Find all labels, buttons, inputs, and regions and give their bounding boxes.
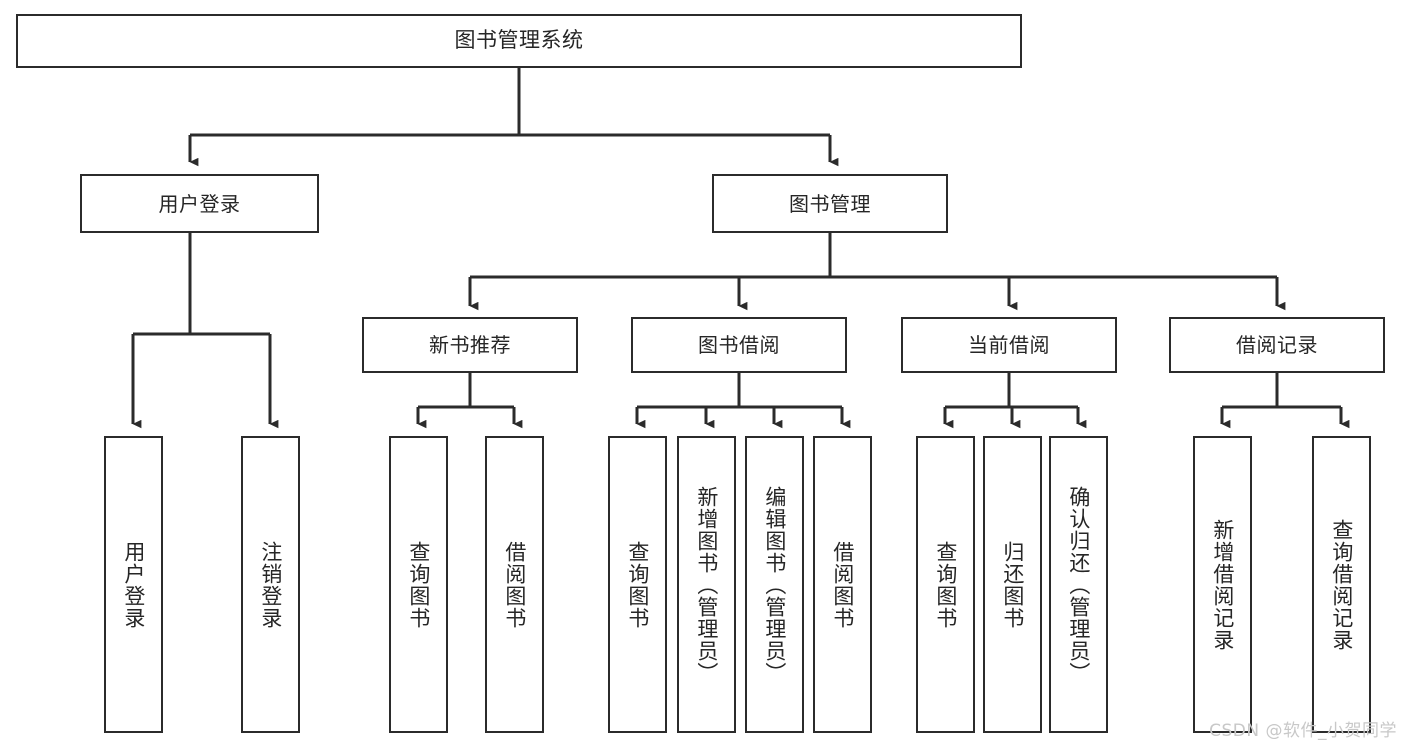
node-new-book-recommend[interactable]: 新书推荐: [362, 317, 578, 373]
leaf-label: 查询图书: [933, 540, 958, 629]
leaf-label: 确认归还（管理员）: [1066, 485, 1091, 684]
node-label: 借阅记录: [1236, 333, 1318, 357]
node-label: 用户登录: [158, 191, 241, 216]
node-current-borrow[interactable]: 当前借阅: [901, 317, 1117, 373]
leaf-current-return-book[interactable]: 归还图书: [983, 436, 1042, 733]
leaf-label: 借阅图书: [502, 540, 527, 629]
leaf-current-query-book[interactable]: 查询图书: [916, 436, 975, 733]
node-label: 图书管理: [789, 191, 871, 216]
leaf-label: 新增借阅记录: [1210, 518, 1235, 651]
node-label: 图书管理系统: [454, 28, 584, 53]
leaf-label: 借阅图书: [830, 540, 855, 629]
node-label: 当前借阅: [968, 333, 1050, 357]
node-user-login[interactable]: 用户登录: [80, 174, 319, 233]
leaf-label: 查询图书: [625, 540, 650, 629]
leaf-current-confirm-return-admin[interactable]: 确认归还（管理员）: [1049, 436, 1108, 733]
leaf-borrow-borrow-book[interactable]: 借阅图书: [813, 436, 872, 733]
leaf-label: 查询借阅记录: [1329, 518, 1354, 651]
leaf-label: 用户登录: [121, 540, 146, 629]
node-root-book-management-system[interactable]: 图书管理系统: [16, 14, 1022, 68]
leaf-record-add-borrow-record[interactable]: 新增借阅记录: [1193, 436, 1252, 733]
leaf-label: 查询图书: [406, 540, 431, 629]
leaf-borrow-query-book[interactable]: 查询图书: [608, 436, 667, 733]
leaf-user-login-logout[interactable]: 注销登录: [241, 436, 300, 733]
node-book-management[interactable]: 图书管理: [712, 174, 948, 233]
node-borrow-record[interactable]: 借阅记录: [1169, 317, 1385, 373]
leaf-borrow-edit-book-admin[interactable]: 编辑图书（管理员）: [745, 436, 804, 733]
leaf-label: 归还图书: [1000, 540, 1025, 629]
leaf-label: 新增图书（管理员）: [694, 485, 719, 684]
leaf-label: 注销登录: [258, 540, 283, 629]
leaf-borrow-add-book-admin[interactable]: 新增图书（管理员）: [677, 436, 736, 733]
leaf-user-login-login[interactable]: 用户登录: [104, 436, 163, 733]
leaf-recommend-borrow-book[interactable]: 借阅图书: [485, 436, 544, 733]
watermark-text: CSDN @软件_小贺同学: [1209, 721, 1397, 741]
node-book-borrow[interactable]: 图书借阅: [631, 317, 847, 373]
node-label: 图书借阅: [698, 333, 780, 357]
leaf-record-query-borrow-record[interactable]: 查询借阅记录: [1312, 436, 1371, 733]
node-label: 新书推荐: [429, 333, 511, 357]
leaf-label: 编辑图书（管理员）: [762, 485, 787, 684]
leaf-recommend-query-book[interactable]: 查询图书: [389, 436, 448, 733]
